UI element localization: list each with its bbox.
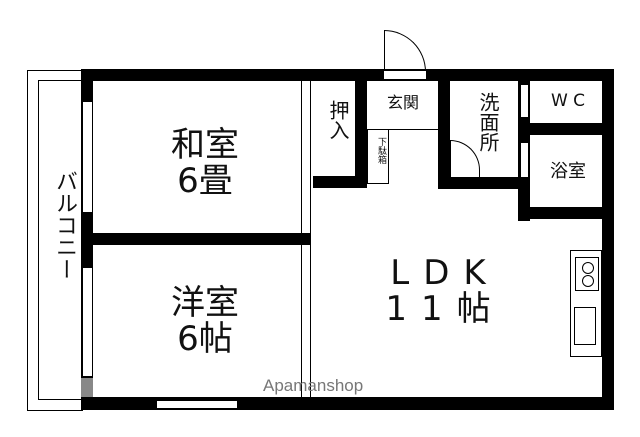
wall-senmenjo-bottom [438, 177, 523, 189]
washitsu-size: 6畳 [177, 160, 233, 201]
getabako [367, 129, 389, 184]
sink [574, 307, 596, 345]
wc-label: W C [550, 91, 586, 111]
wall-oshiire-bottom [313, 176, 367, 188]
wc-door-opening [520, 84, 529, 118]
balcony-label: バルコニー [52, 170, 77, 280]
wall-right [602, 69, 614, 410]
window-gray-strip [81, 378, 93, 397]
ldk-size: 11帖 [385, 288, 505, 329]
youshitsu-label: 洋室 6帖 [150, 283, 260, 359]
wall-senmenjo-left [438, 81, 450, 189]
stove [575, 257, 599, 291]
window-washitsu [82, 102, 93, 212]
burner-icon [582, 275, 594, 287]
bath-door-opening [520, 142, 529, 178]
burner-icon [582, 262, 594, 274]
senmenjo-label: 洗面所 [476, 92, 500, 152]
washitsu-label: 和室 6畳 [150, 125, 260, 201]
washitsu-name: 和室 [171, 125, 239, 165]
window-bottom [157, 400, 237, 409]
sliding-door-washitsu [301, 81, 311, 233]
ldk-name: LDK [390, 253, 500, 293]
youshitsu-name: 洋室 [171, 283, 239, 323]
genkan-label: 玄関 [386, 93, 419, 112]
wall-oshiire-right [355, 81, 367, 188]
wall-top [81, 69, 614, 81]
wall-wc-bath [518, 123, 608, 135]
wall-bath-bottom [518, 207, 608, 219]
youshitsu-size: 6帖 [177, 318, 233, 359]
watermark: Apamanshop [263, 376, 364, 395]
oshiire-label: 押入 [326, 100, 350, 140]
ldk-label: LDK 11帖 [380, 253, 510, 329]
bath-label: 浴室 [550, 161, 586, 182]
genkan-step-line [367, 129, 438, 130]
wall-room-divider [93, 233, 311, 245]
entry-door [384, 30, 426, 72]
entry-door-opening [384, 70, 426, 80]
window-youshitsu [82, 268, 93, 376]
balcony-outline-inner [38, 80, 83, 400]
sliding-door-youshitsu [301, 245, 311, 397]
getabako-label: 下駄箱 [376, 137, 386, 164]
